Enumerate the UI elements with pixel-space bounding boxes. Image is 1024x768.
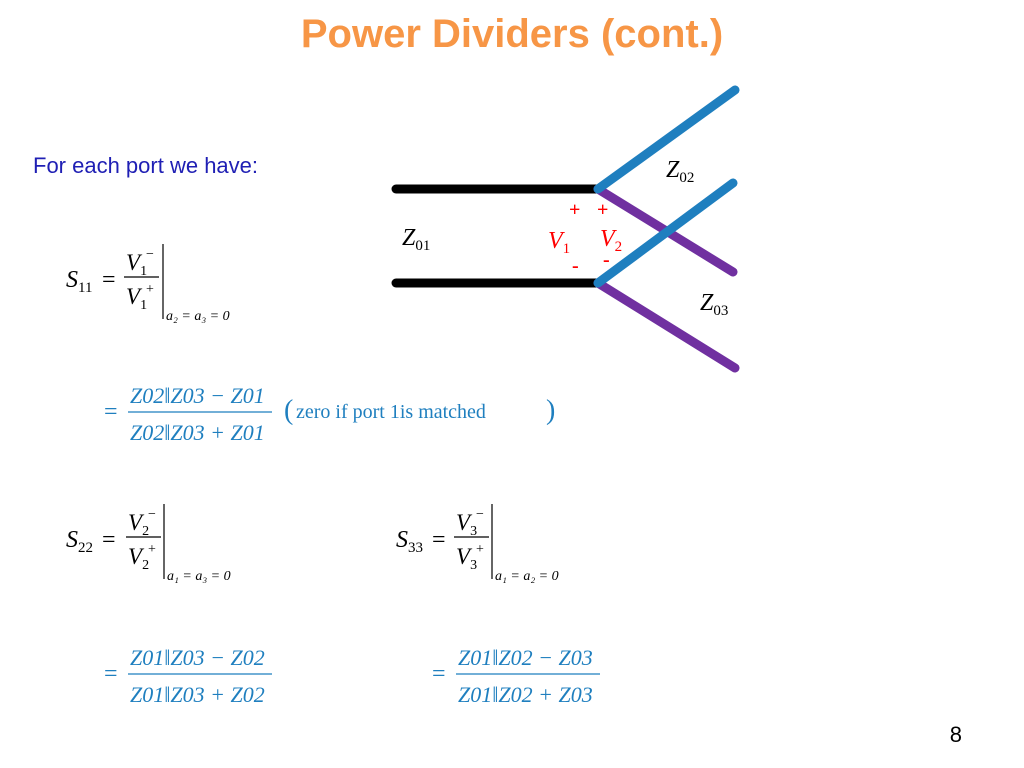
svg-text:Z02‖Z03 − Z01: Z02‖Z03 − Z01 [130, 383, 265, 408]
svg-text:V1: V1 [126, 250, 147, 279]
s33-result: = Z01‖Z02 − Z03 Z01‖Z02 + Z03 [432, 645, 600, 707]
svg-text:−: − [476, 507, 484, 522]
svg-text:Z01‖Z03 − Z02: Z01‖Z03 − Z02 [130, 645, 265, 670]
svg-text:+: + [148, 542, 156, 557]
svg-text:S33: S33 [396, 527, 423, 556]
svg-text:V2: V2 [128, 510, 149, 539]
svg-text:Z01‖Z03 + Z02: Z01‖Z03 + Z02 [130, 682, 265, 707]
z01-label: Z01 [402, 225, 430, 254]
v1-plus: + [569, 199, 580, 221]
intro-text: For each port we have: [33, 153, 259, 178]
v1-minus: - [572, 255, 579, 277]
svg-text:=: = [104, 661, 118, 687]
svg-text:−: − [148, 507, 156, 522]
slide-title: Power Dividers (cont.) [300, 12, 724, 56]
v2-label: V2 [600, 226, 622, 255]
z02-label: Z02 [666, 157, 694, 186]
v2-minus: - [603, 249, 610, 271]
s22-definition: S22 = V2 − V2 + a₁ = a₃ = 0 [66, 504, 231, 584]
port2-line-lower [593, 178, 738, 288]
svg-text:=: = [104, 399, 118, 425]
svg-text:+: + [146, 282, 154, 297]
svg-text:Z01‖Z02 − Z03: Z01‖Z02 − Z03 [458, 645, 593, 670]
page-number: 8 [949, 722, 962, 747]
svg-text:(: ( [284, 395, 293, 426]
s33-definition: S33 = V3 − V3 + a₁ = a₂ = 0 [396, 504, 559, 584]
svg-text:V3: V3 [456, 544, 477, 573]
s22-result: = Z01‖Z03 − Z02 Z01‖Z03 + Z02 [104, 645, 272, 707]
svg-text:Z02‖Z03 + Z01: Z02‖Z03 + Z01 [130, 420, 265, 445]
port3-line-lower [593, 278, 740, 373]
svg-text:): ) [546, 395, 555, 426]
svg-text:a₁ = a₂ = 0: a₁ = a₂ = 0 [495, 569, 559, 584]
svg-text:V3: V3 [456, 510, 477, 539]
z03-label: Z03 [700, 290, 728, 319]
s11-result: = Z02‖Z03 − Z01 Z02‖Z03 + Z01 ( zero if … [104, 383, 555, 445]
svg-text:=: = [102, 267, 116, 293]
svg-text:V1: V1 [126, 284, 147, 313]
svg-text:S11: S11 [66, 267, 92, 296]
v2-plus: + [597, 199, 608, 221]
svg-text:zero if port 1is matched: zero if port 1is matched [296, 401, 486, 423]
svg-text:=: = [432, 661, 446, 687]
svg-text:Z01‖Z02 + Z03: Z01‖Z02 + Z03 [458, 682, 593, 707]
s11-definition: S11 = V1 − V1 + a₂ = a₃ = 0 [66, 244, 230, 324]
svg-text:+: + [476, 542, 484, 557]
port2-line-upper [593, 85, 740, 194]
svg-text:V2: V2 [128, 544, 149, 573]
svg-text:a₂ = a₃ = 0: a₂ = a₃ = 0 [166, 309, 230, 324]
v1-label: V1 [548, 228, 570, 257]
svg-text:S22: S22 [66, 527, 93, 556]
svg-text:=: = [102, 527, 116, 553]
svg-text:a₁ = a₃ = 0: a₁ = a₃ = 0 [167, 569, 231, 584]
svg-text:=: = [432, 527, 446, 553]
svg-text:−: − [146, 247, 154, 262]
